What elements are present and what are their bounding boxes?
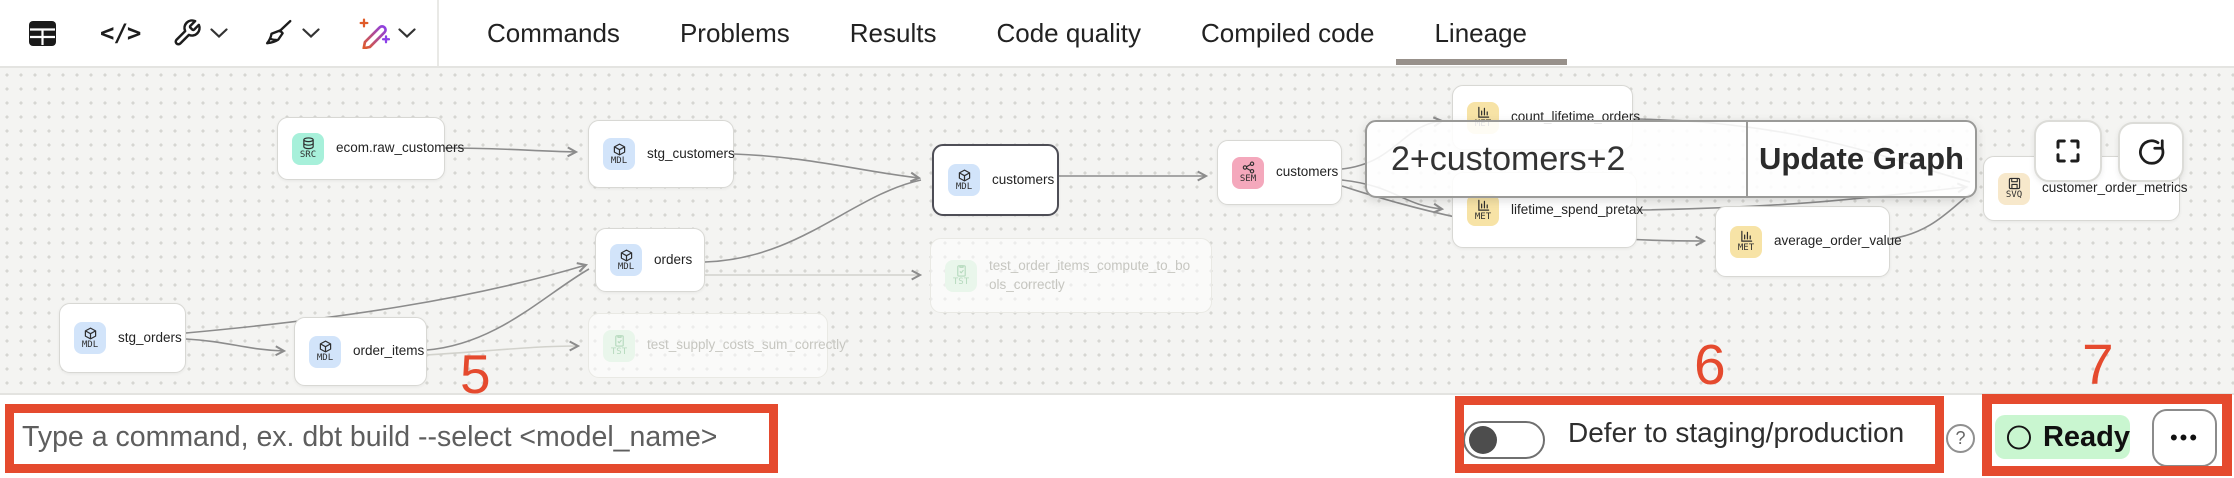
source-badge: SRC (292, 132, 324, 165)
test-badge: TST (603, 329, 635, 362)
tab-results[interactable]: Results (849, 17, 937, 48)
clipboard-check-icon (614, 335, 624, 347)
cleanup-tools-dropdown[interactable] (264, 0, 320, 66)
tab-compiled-code[interactable]: Compiled code (1201, 17, 1375, 48)
test-badge: TST (945, 259, 977, 292)
overlay-divider (1746, 122, 1748, 196)
refresh-icon (2139, 139, 2165, 165)
more-options-button[interactable]: ••• (2152, 409, 2217, 467)
chevron-down-icon (398, 28, 416, 38)
lineage-node-source[interactable]: SRC ecom.raw_customers (277, 117, 464, 180)
magic-pen-icon (359, 18, 390, 49)
cube-icon (613, 143, 625, 155)
ai-assist-dropdown[interactable] (358, 0, 416, 66)
panel-tabs: Commands Problems Results Code quality C… (487, 0, 1567, 66)
model-badge: MDL (603, 138, 635, 170)
lineage-node-test[interactable]: TST test_supply_costs_sum_correctly (588, 313, 846, 378)
lineage-graph-canvas[interactable]: SRC ecom.raw_customers MDL stg_customers… (0, 68, 2234, 393)
help-icon[interactable]: ? (1946, 424, 1975, 453)
command-bar: Defer to staging/production ? Ready ••• (0, 393, 2234, 478)
floppy-disk-icon (2008, 177, 2020, 190)
toolbar-divider (437, 0, 439, 66)
metric-badge: MET (1730, 225, 1762, 258)
model-badge: MDL (74, 322, 106, 354)
refresh-graph-button[interactable] (2118, 122, 2184, 182)
tab-lineage[interactable]: Lineage (1396, 0, 1567, 66)
model-badge: MDL (610, 244, 642, 276)
database-icon (302, 137, 314, 150)
status-circle-icon (2006, 424, 2031, 450)
lineage-node-test[interactable]: TST test_order_items_compute_to_bools_co… (930, 238, 1212, 313)
table-icon (29, 20, 56, 46)
cube-icon (620, 249, 632, 261)
lineage-node-metric[interactable]: MET average_order_value (1715, 206, 1902, 277)
bar-chart-icon (1477, 199, 1489, 211)
defer-toggle[interactable] (1463, 421, 1545, 459)
lineage-node-model[interactable]: MDL order_items (294, 317, 427, 386)
bar-chart-icon (1477, 106, 1489, 118)
lineage-node-semantic-model[interactable]: SEM customers (1217, 140, 1342, 205)
status-ready-button[interactable]: Ready (1995, 415, 2130, 459)
wrench-icon (174, 19, 201, 46)
ellipsis-icon: ••• (2169, 425, 2200, 450)
defer-toggle-label: Defer to staging/production (1568, 417, 1905, 448)
tab-commands[interactable]: Commands (487, 17, 620, 48)
bar-chart-icon (1740, 230, 1752, 242)
code-icon: </> (100, 19, 141, 47)
chevron-down-icon (210, 28, 228, 38)
model-badge: MDL (309, 335, 341, 368)
lineage-node-model[interactable]: MDL orders (595, 228, 705, 292)
fit-view-icon (2056, 139, 2080, 163)
graph-nodes-icon (1242, 161, 1254, 174)
status-label: Ready (2042, 420, 2130, 453)
lineage-node-model-selected[interactable]: MDL customers (932, 144, 1059, 216)
code-editor-button[interactable]: </> (100, 0, 141, 66)
clipboard-check-icon (956, 265, 966, 277)
format-table-button[interactable] (28, 0, 57, 66)
build-tools-dropdown[interactable] (172, 0, 228, 66)
tab-problems[interactable]: Problems (679, 17, 790, 48)
chevron-down-icon (302, 28, 320, 38)
top-toolbar: </> (0, 0, 2234, 68)
tab-code-quality[interactable]: Code quality (996, 17, 1142, 48)
semantic-model-badge: SEM (1232, 156, 1264, 189)
toggle-knob (1469, 426, 1497, 454)
update-graph-button[interactable]: Update Graph (1759, 141, 1964, 176)
cube-icon (319, 340, 331, 353)
lineage-selector-overlay: 2+customers+2 Update Graph (1365, 120, 1977, 198)
lineage-node-model[interactable]: MDL stg_orders (59, 303, 186, 373)
lineage-selector-value[interactable]: 2+customers+2 (1391, 139, 1626, 178)
model-badge: MDL (948, 164, 980, 196)
lineage-node-model[interactable]: MDL stg_customers (588, 120, 735, 188)
metric-badge: MET (1467, 194, 1499, 226)
saved-query-badge: SVQ (1998, 172, 2030, 205)
fit-view-button[interactable] (2034, 120, 2102, 182)
cube-icon (958, 169, 970, 181)
command-input[interactable] (22, 409, 1352, 465)
broom-icon (265, 19, 292, 45)
cube-icon (84, 327, 96, 339)
